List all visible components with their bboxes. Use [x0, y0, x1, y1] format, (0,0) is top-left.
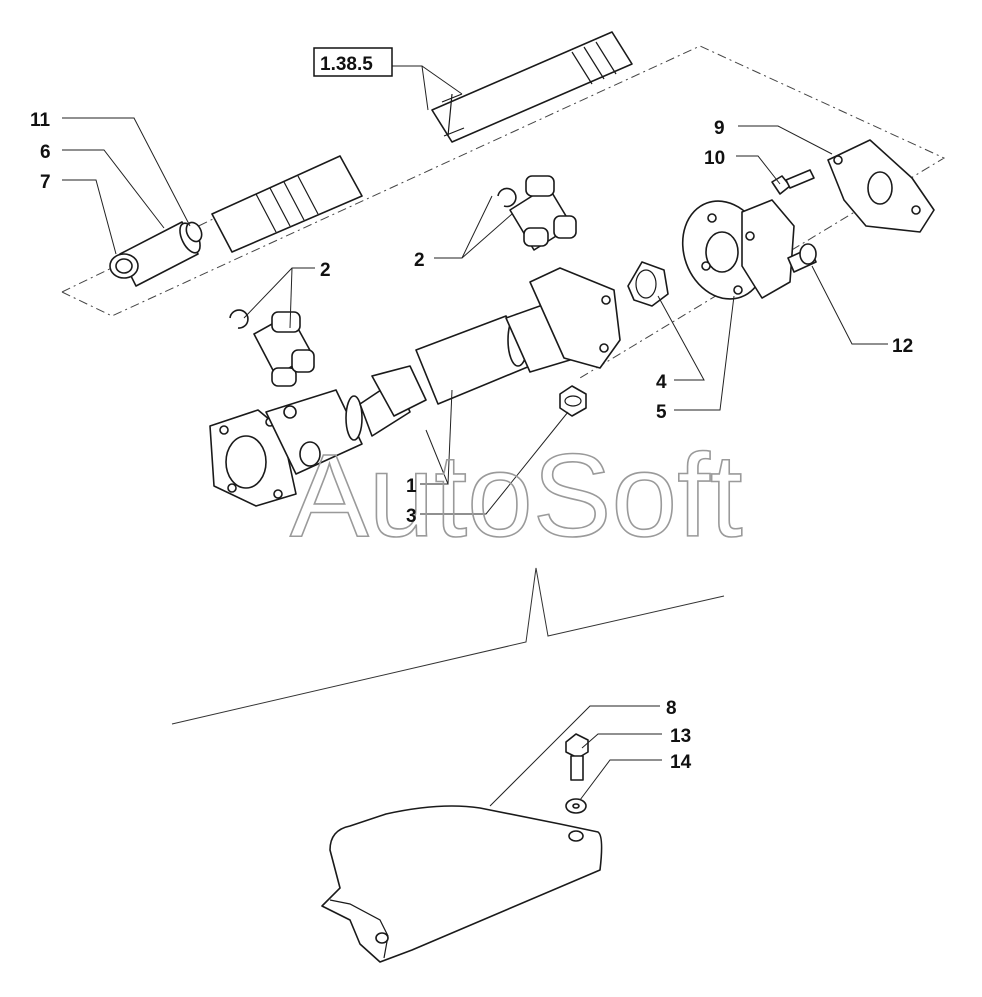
washer-part-14	[565, 798, 587, 814]
bush-part-7	[109, 253, 139, 279]
callout-labels: 11 6 7 2 2 1 3 4 5 12 9 10 8 13 14	[30, 110, 913, 773]
circlip-upper	[497, 187, 517, 208]
spider-cross-upper	[509, 175, 577, 251]
hub-flange-part-5	[681, 199, 795, 300]
reference-box[interactable]: 1.38.5	[313, 47, 393, 77]
nut-part-3	[559, 385, 587, 417]
propeller-shaft-assembly	[209, 267, 621, 507]
callout-1: 1	[406, 476, 417, 497]
spider-cross-left	[253, 311, 315, 387]
callout-11: 11	[30, 110, 51, 131]
plate-part-9	[827, 139, 935, 233]
callout-3: 3	[406, 506, 417, 527]
callout-12: 12	[892, 336, 913, 357]
cover-plate-part-8	[321, 805, 603, 963]
callout-6: 6	[40, 142, 51, 163]
splined-shaft	[211, 31, 633, 253]
callout-2-upper: 2	[414, 250, 425, 271]
callout-5: 5	[656, 402, 667, 423]
callout-10: 10	[704, 148, 725, 169]
callout-4: 4	[656, 372, 667, 393]
callout-8: 8	[666, 698, 677, 719]
watermark-text: AutoSoft	[290, 430, 743, 562]
bolt-part-10	[771, 169, 815, 195]
callout-9: 9	[714, 118, 725, 139]
reference-label: 1.38.5	[320, 54, 373, 75]
callout-2-left: 2	[320, 260, 331, 281]
ring-part-11	[185, 221, 203, 243]
section-separator	[171, 567, 725, 725]
bolt-part-12	[787, 243, 817, 273]
bolt-part-13	[565, 733, 589, 781]
circlip-left	[229, 309, 249, 329]
fitting-part-4	[627, 261, 669, 307]
callout-7: 7	[40, 172, 51, 193]
callout-14: 14	[670, 752, 692, 773]
callout-13: 13	[670, 726, 691, 747]
leader-lines	[62, 65, 888, 807]
